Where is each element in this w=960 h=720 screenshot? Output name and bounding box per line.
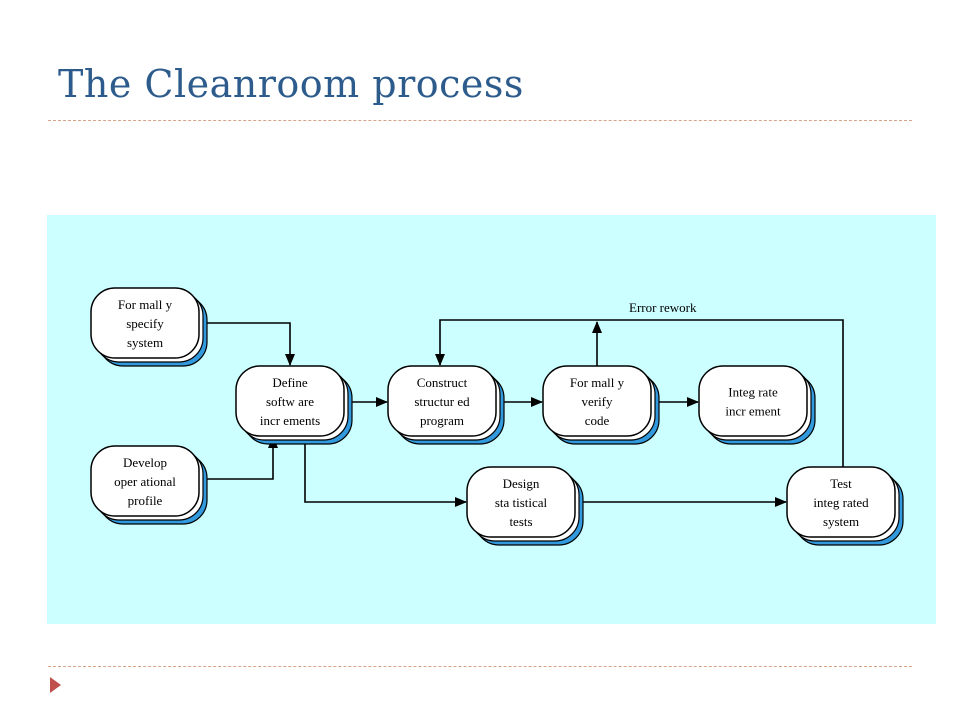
title-divider (48, 120, 912, 121)
node-formally-specify: For mall y specify system (90, 287, 208, 367)
node-label-line: structur ed (414, 394, 470, 409)
edge-define-increments-to-design-tests (304, 440, 467, 507)
edges-layer: Error rework (203, 300, 844, 507)
node-label-line: Develop (123, 455, 167, 470)
node-label-line: For mall y (570, 375, 625, 390)
node-box (387, 365, 497, 437)
node-label-line: Define (272, 375, 308, 390)
node-label-line: system (127, 335, 163, 350)
node-label-line: code (585, 413, 610, 428)
node-label-line: tests (509, 514, 532, 529)
edge-test-system-to-construct-program (435, 319, 844, 467)
node-label-line: softw are (266, 394, 314, 409)
node-box (466, 466, 576, 538)
footer-triangle-marker (50, 677, 61, 693)
node-label-line: sta tistical (495, 495, 548, 510)
node-box (90, 287, 200, 359)
node-label-line: profile (128, 493, 163, 508)
node-box (542, 365, 652, 437)
node-box (235, 365, 345, 437)
node-label-line: incr ement (725, 404, 781, 419)
node-label-line: specify (126, 316, 164, 331)
edge-develop-profile-to-define-increments (203, 436, 278, 480)
edge-formally-specify-to-define-increments (203, 322, 295, 366)
edge-label-error-rework: Error rework (629, 300, 697, 315)
node-test-system: Test integ rated system (786, 466, 904, 546)
node-label-line: oper ational (114, 474, 176, 489)
node-box (786, 466, 896, 538)
node-label-line: Design (503, 476, 540, 491)
node-design-tests: Design sta tistical tests (466, 466, 584, 546)
node-integrate-increment: Integ rate incr ement (698, 365, 816, 445)
slide-title: The Cleanroom process (58, 62, 524, 106)
diagram-canvas: Error rework For mall yspecifysystemDeve… (90, 287, 904, 546)
node-label-line: system (823, 514, 859, 529)
node-construct-program: Construct structur ed program (387, 365, 505, 445)
node-label-line: program (420, 413, 464, 428)
node-formally-verify: For mall y verify code (542, 365, 660, 445)
node-box (698, 365, 808, 437)
node-label-line: Integ rate (728, 385, 778, 400)
node-label-line: Construct (417, 375, 468, 390)
node-label-line: Test (830, 476, 852, 491)
footer-divider (48, 666, 912, 667)
node-label-line: For mall y (118, 297, 173, 312)
node-define-increments: Define softw are incr ements (235, 365, 353, 445)
node-label-line: integ rated (813, 495, 869, 510)
node-develop-profile: Develop oper ational profile (90, 445, 208, 525)
node-label-line: incr ements (260, 413, 320, 428)
node-label-line: verify (581, 394, 613, 409)
node-box (90, 445, 200, 517)
